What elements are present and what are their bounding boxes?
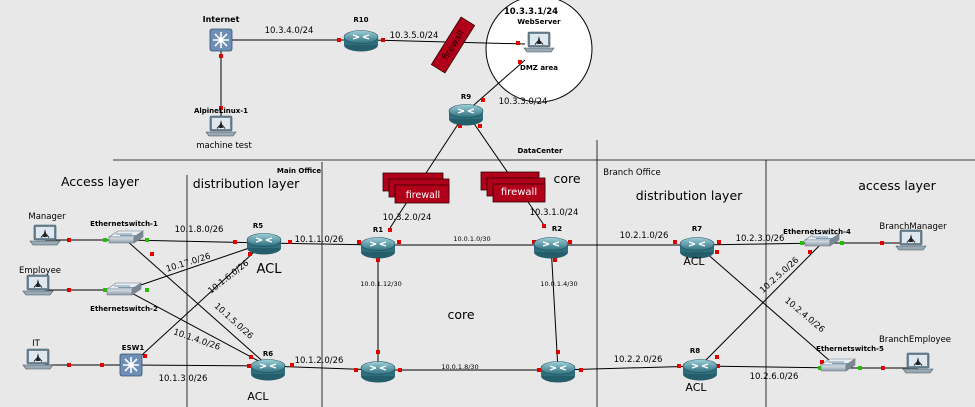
router-r1-icon[interactable] xyxy=(360,236,396,260)
firewall-right-label: firewall xyxy=(501,187,537,198)
layer-core-top: core xyxy=(553,171,580,186)
branch-manager-label: BranchManager xyxy=(879,222,947,232)
layer-core-mid: core xyxy=(447,307,474,322)
router-r8-icon[interactable] xyxy=(682,358,718,382)
esw1-icon[interactable] xyxy=(119,353,143,377)
layer-access-right: access layer xyxy=(858,178,936,193)
r8-label: R8 xyxy=(690,347,700,355)
acl-r5-label: ACL xyxy=(257,262,283,277)
firewall-left-icon[interactable]: firewall xyxy=(382,172,450,204)
net-label: 10.3.3.0/24 xyxy=(499,97,548,107)
alpine-pc-icon[interactable] xyxy=(205,115,237,137)
links xyxy=(45,39,918,371)
webserver-label: WebServer xyxy=(517,18,561,26)
r9-label: R9 xyxy=(461,93,471,101)
it-pc-icon[interactable] xyxy=(22,348,54,370)
r7-label: R7 xyxy=(692,225,702,233)
net-label: 10.2.6.0/26 xyxy=(750,372,799,382)
net-label: 10.2.2.0/26 xyxy=(614,355,663,365)
webserver-ip-label: 10.3.3.1/24 xyxy=(504,7,558,17)
acl-r8-label: ACL xyxy=(685,381,707,394)
esw1-label: ESW1 xyxy=(122,344,145,352)
employee-label: Employee xyxy=(19,266,61,276)
router-r4-icon[interactable] xyxy=(540,360,576,384)
manager-pc-icon[interactable] xyxy=(29,224,61,246)
layer-access-left: Access layer xyxy=(61,174,140,189)
manager-label: Manager xyxy=(28,212,66,222)
branch-employee-label: BranchEmployee xyxy=(879,335,951,345)
net-label: 10.3.2.0/24 xyxy=(383,213,432,223)
port-indicators xyxy=(67,36,885,372)
net-label: 10.1.2.0/26 xyxy=(295,356,344,366)
net-label: 10.0.1.4/30 xyxy=(540,280,577,288)
net-label: 10.0.1.12/30 xyxy=(360,280,401,288)
net-label: 10.3.5.0/24 xyxy=(390,31,439,41)
main-office-label: Main Office xyxy=(277,167,321,175)
net-label: 10.2.3.0/26 xyxy=(736,234,785,244)
r6-label: R6 xyxy=(263,350,273,358)
net-label: 10.3.1.0/24 xyxy=(530,208,579,218)
firewall-left-label: firewall xyxy=(406,190,440,201)
router-r5-icon[interactable] xyxy=(246,232,282,256)
it-label: IT xyxy=(32,339,41,349)
webserver-icon[interactable] xyxy=(523,31,555,53)
net-label: 10.1.1.0/26 xyxy=(295,235,344,245)
net-label: 10.0.1.0/30 xyxy=(453,235,490,243)
firewall-right-icon[interactable]: firewall xyxy=(480,171,546,203)
employee-pc-icon[interactable] xyxy=(22,274,54,296)
r1-label: R1 xyxy=(373,226,383,234)
r10-label: R10 xyxy=(353,16,368,24)
switch-2-label: Ethernetswitch-2 xyxy=(90,305,158,313)
internet-cloud-icon[interactable] xyxy=(209,28,233,52)
internet-label: Internet xyxy=(203,15,240,24)
net-label: 10.3.4.0/24 xyxy=(265,26,314,36)
datacenter-label: DataCenter xyxy=(517,147,563,155)
net-label: 10.0.1.8/30 xyxy=(441,363,478,371)
machine-test-label: machine test xyxy=(196,141,252,151)
router-r10-icon[interactable] xyxy=(343,29,379,53)
acl-r6-label: ACL xyxy=(247,390,269,403)
switch-4-label: Ethernetswitch-4 xyxy=(783,228,851,236)
zone-boundaries xyxy=(113,140,975,407)
branch-employee-pc-icon[interactable] xyxy=(902,352,934,374)
alpine-label: AlpineLinux-1 xyxy=(194,107,248,115)
acl-r7-label: ACL xyxy=(683,255,705,268)
net-label: 10.1.3.0/26 xyxy=(159,374,208,384)
switch-1-label: Ethernetswitch-1 xyxy=(90,220,158,228)
router-r9-icon[interactable] xyxy=(448,103,484,127)
net-label: 10.1.8.0/26 xyxy=(175,225,224,235)
layer-distribution-right: distribution layer xyxy=(636,188,743,203)
branch-manager-pc-icon[interactable] xyxy=(895,229,927,251)
router-r2-icon[interactable] xyxy=(533,236,569,260)
net-label: 10.2.1.0/26 xyxy=(620,231,669,241)
r2-label: R2 xyxy=(552,225,562,233)
switch-5-label: Ethernetswitch-5 xyxy=(816,345,884,353)
r5-label: R5 xyxy=(253,222,263,230)
router-r3-icon[interactable] xyxy=(360,360,396,384)
dmz-label: DMZ area xyxy=(520,64,558,72)
layer-distribution-left: distribution layer xyxy=(193,176,300,191)
branch-office-label: Branch Office xyxy=(603,168,661,178)
router-r6-icon[interactable] xyxy=(250,358,286,382)
